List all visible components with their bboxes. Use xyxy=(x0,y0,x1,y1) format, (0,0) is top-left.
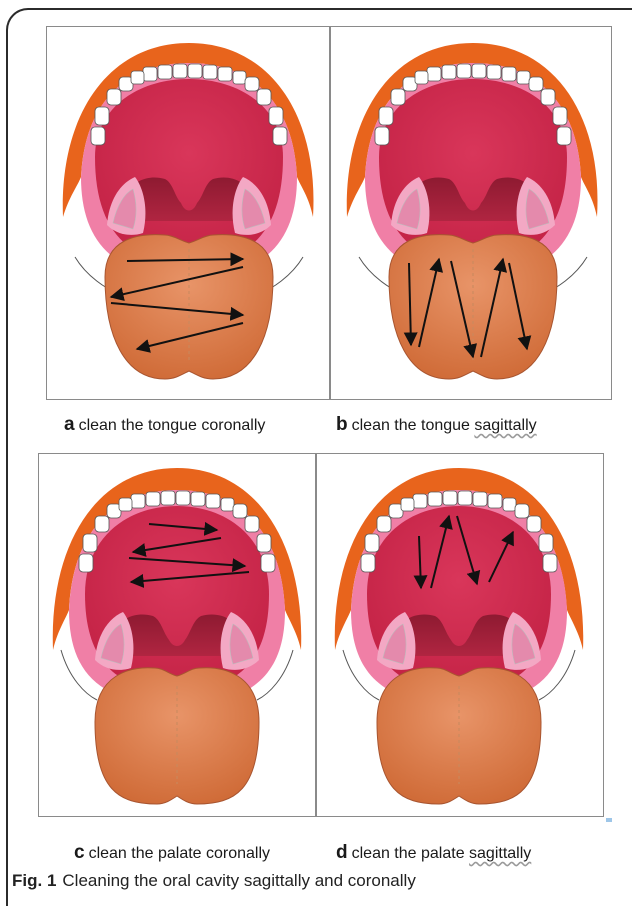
panel-d-palate-sagittal xyxy=(316,453,604,817)
corner-mark xyxy=(606,818,612,822)
caption-b-squiggle-word: sagittally xyxy=(474,417,536,434)
figure-label: Fig. 1 xyxy=(12,871,56,890)
mouth-illustration-b xyxy=(331,27,612,400)
mouth-illustration-d xyxy=(317,454,604,817)
figure-caption: Fig. 1 Cleaning the oral cavity sagittall… xyxy=(12,871,416,891)
panel-a-tongue-coronal xyxy=(46,26,330,400)
panel-b-tongue-sagittal xyxy=(330,26,612,400)
caption-b-letter: b xyxy=(336,414,348,435)
caption-d-letter: d xyxy=(336,842,348,863)
caption-b-text: clean the tongue xyxy=(352,417,475,434)
mouth-illustration-a xyxy=(47,27,330,400)
caption-d-squiggle-word: sagittally xyxy=(469,845,531,862)
figure-caption-text: Cleaning the oral cavity sagittally and … xyxy=(62,871,415,890)
mouth-illustration-c xyxy=(39,454,316,817)
caption-c-text: clean the palate coronally xyxy=(89,845,270,862)
caption-a-letter: a xyxy=(64,414,75,435)
caption-a-text: clean the tongue coronally xyxy=(79,417,266,434)
caption-c-letter: c xyxy=(74,842,85,863)
caption-d-text: clean the palate xyxy=(352,845,469,862)
panel-c-palate-coronal xyxy=(38,453,316,817)
